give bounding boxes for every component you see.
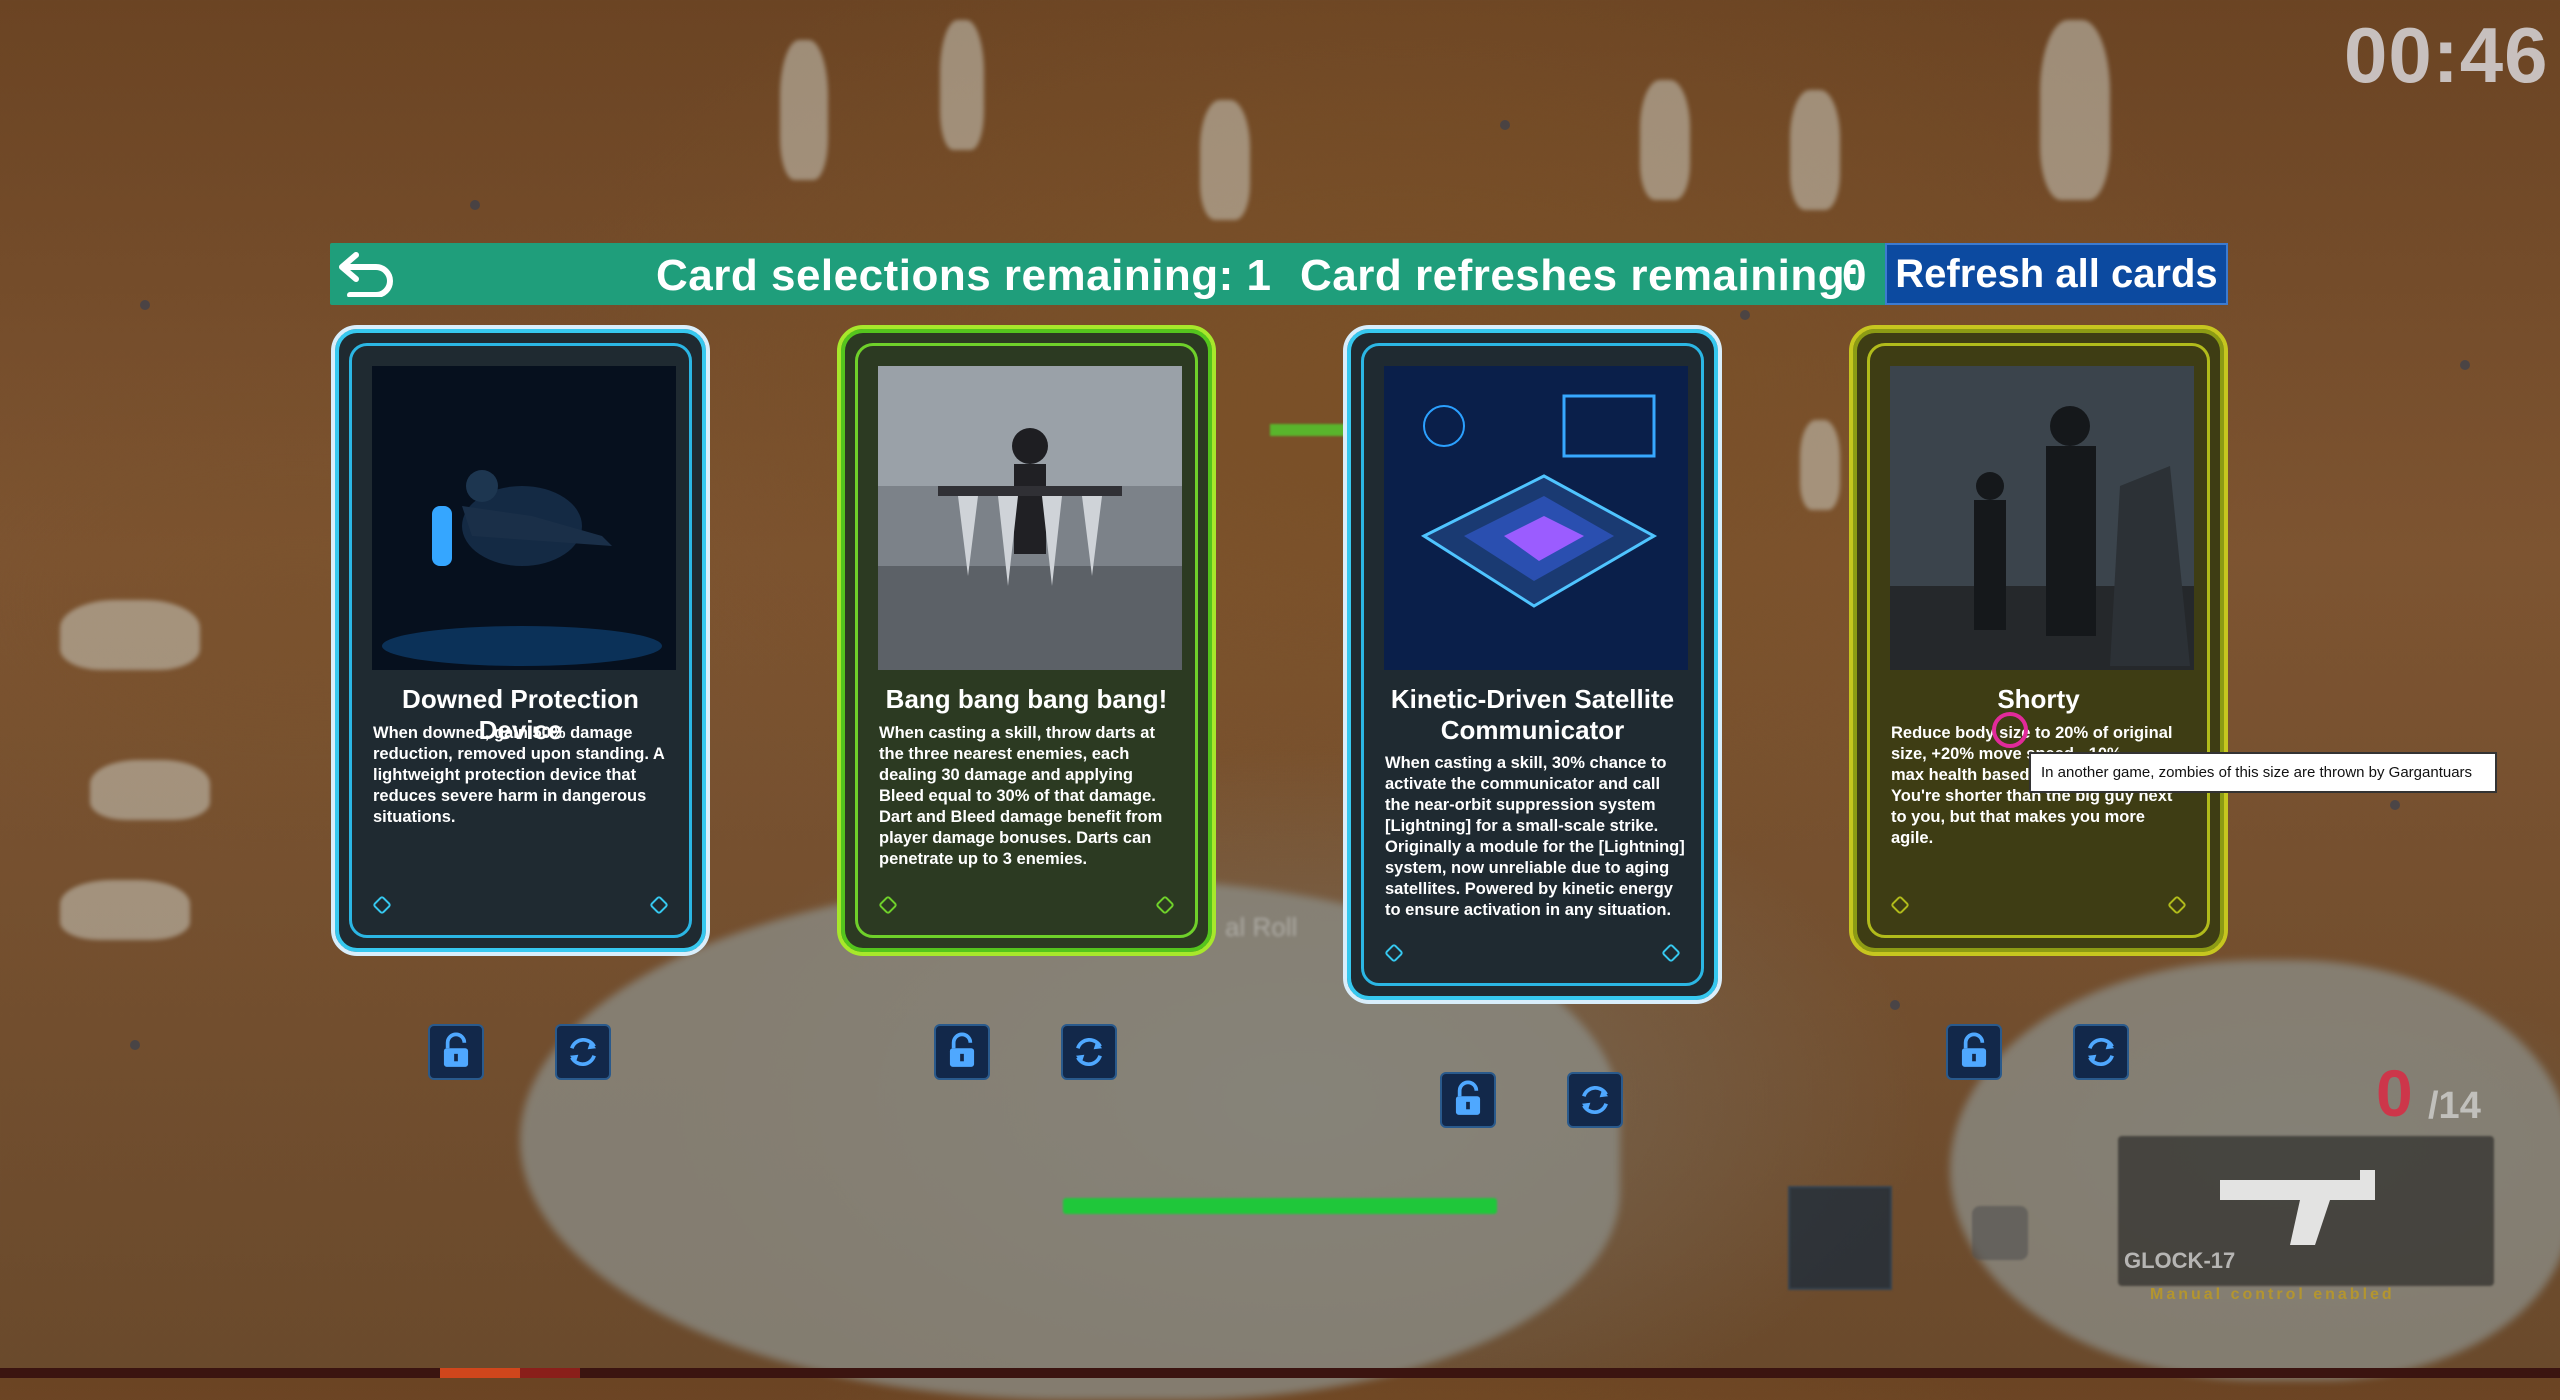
refresh-card-button[interactable] bbox=[1567, 1072, 1623, 1128]
zombie-sprite bbox=[1200, 100, 1250, 220]
card-art-armored-figure bbox=[372, 366, 676, 670]
card-tooltip: In another game, zombies of this size ar… bbox=[2029, 752, 2497, 793]
lock-card-button[interactable] bbox=[934, 1024, 990, 1080]
card-title: Downed Protection Device bbox=[402, 684, 639, 745]
back-button[interactable] bbox=[336, 251, 396, 298]
xp-bar-fragment bbox=[1270, 424, 1346, 436]
unlock-icon bbox=[949, 1032, 975, 1067]
zombie-sprite bbox=[1790, 90, 1840, 210]
upgrade-card[interactable]: Downed Protection Device When downed, ga… bbox=[331, 325, 710, 956]
card-description: When casting a skill, 30% chance to acti… bbox=[1385, 754, 1685, 919]
zombie-sprite bbox=[2040, 20, 2110, 200]
pistol-icon bbox=[2220, 1170, 2375, 1245]
refreshes-remaining-count: 0 bbox=[1842, 251, 1867, 300]
refresh-icon bbox=[1076, 1038, 1102, 1066]
skill-slot bbox=[1788, 1186, 1892, 1290]
zombie-sprite bbox=[60, 600, 200, 670]
card-description-line: to you, but that makes you more bbox=[1891, 808, 2145, 826]
zombie-sprite bbox=[60, 880, 190, 940]
card-art-soldier-darts bbox=[878, 366, 1182, 670]
card-selection-bar: Card selections remaining: 1 Card refres… bbox=[330, 243, 2228, 305]
card-description-line: max health based bbox=[1891, 766, 2030, 784]
ammo-total: /14 bbox=[2428, 1085, 2481, 1127]
card-title: Shorty bbox=[1997, 684, 2080, 714]
card-description: When downed, gain 50% damage reduction, … bbox=[373, 724, 665, 826]
refresh-card-button[interactable] bbox=[1061, 1024, 1117, 1080]
card-description-line: Reduce body size to 20% of original bbox=[1891, 724, 2173, 742]
back-arrow-icon bbox=[339, 252, 393, 298]
medkit-icon bbox=[1972, 1206, 2028, 1260]
zombie-sprite bbox=[1640, 80, 1690, 200]
refresh-icon bbox=[570, 1038, 596, 1066]
refresh-card-button[interactable] bbox=[555, 1024, 611, 1080]
zombie-sprite bbox=[940, 20, 984, 150]
card-description-line: agile. bbox=[1891, 829, 1934, 847]
lock-card-button[interactable] bbox=[428, 1024, 484, 1080]
refresh-icon bbox=[1582, 1086, 1608, 1114]
upgrade-card[interactable]: Bang bang bang bang! When casting a skil… bbox=[837, 325, 1216, 956]
card-art-two-soldiers bbox=[1890, 366, 2194, 670]
weapon-name: GLOCK-17 bbox=[2124, 1248, 2236, 1273]
weapon-status: Manual control enabled bbox=[2150, 1286, 2395, 1303]
unlock-icon bbox=[1455, 1080, 1481, 1115]
refresh-card-button[interactable] bbox=[2073, 1024, 2129, 1080]
ammo-current: 0 bbox=[2376, 1056, 2413, 1130]
zombie-sprite bbox=[780, 40, 828, 180]
lock-card-button[interactable] bbox=[1440, 1072, 1496, 1128]
card-title: Bang bang bang bang! bbox=[885, 684, 1168, 714]
unlock-icon bbox=[443, 1032, 469, 1067]
unlock-icon bbox=[1961, 1032, 1987, 1067]
refresh-icon bbox=[2088, 1038, 2114, 1066]
zombie-sprite bbox=[90, 760, 210, 820]
refreshes-remaining-label: Card refreshes remaining: bbox=[1300, 251, 1861, 300]
refresh-all-cards-button[interactable]: Refresh all cards bbox=[1885, 243, 2228, 305]
card-title: Kinetic-Driven Satellite Communicator bbox=[1390, 684, 1675, 745]
card-art-holographic-device bbox=[1384, 366, 1688, 670]
selections-remaining: Card selections remaining: 1 bbox=[656, 251, 1272, 300]
card-description: When casting a skill, throw darts at the… bbox=[879, 724, 1163, 868]
lock-card-button[interactable] bbox=[1946, 1024, 2002, 1080]
mouse-cursor bbox=[1992, 712, 2028, 748]
upgrade-card[interactable]: Shorty Reduce body size to 20% of origin… bbox=[1849, 325, 2228, 956]
zombie-sprite bbox=[1800, 420, 1840, 510]
bottom-progress-strip bbox=[0, 1368, 2560, 1378]
background-roll-label: al Roll bbox=[1225, 912, 1298, 942]
upgrade-card[interactable]: Kinetic-Driven Satellite Communicator Wh… bbox=[1343, 325, 1722, 1004]
game-timer: 00:46 bbox=[2344, 11, 2549, 99]
health-bar bbox=[1063, 1198, 1497, 1214]
